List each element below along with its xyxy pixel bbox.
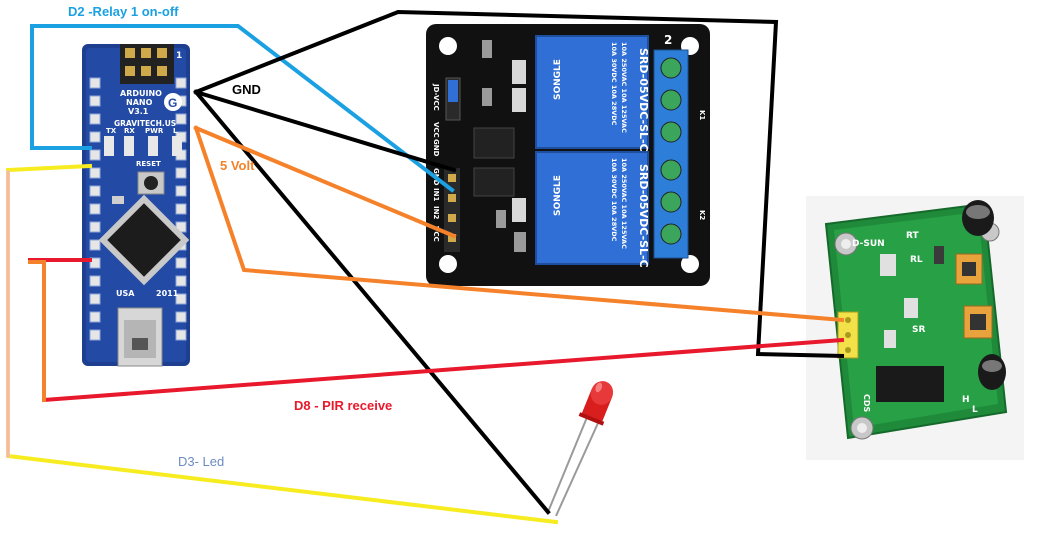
header-pin (175, 329, 187, 341)
relay-1: SRD-05VDC-SL-C 10A 250VAC 10A 125VAC 10A… (535, 35, 650, 152)
svg-text:G: G (168, 96, 177, 110)
pir-label-rl: RL (910, 255, 923, 265)
header-pin (89, 329, 101, 341)
relay-pin-jdvcc: JD-VCC (432, 83, 440, 111)
header-pin (175, 293, 187, 305)
label-d8-pir: D8 - PIR receive (294, 398, 393, 413)
pir-label-dsun: D-SUN (852, 239, 885, 249)
relay-module: 2 JD-VCC VCC GND GND IN1 IN2 VCC (426, 24, 710, 286)
header-pin (89, 77, 101, 89)
arduino-brand-line-2: NANO (126, 98, 153, 107)
wire-d2-relay (30, 24, 455, 193)
header-pin (89, 257, 101, 269)
arduino-right-pins (175, 77, 187, 341)
pir-label-l: L (972, 405, 978, 415)
wire-gnd-relay-loop (193, 9, 845, 359)
header-pin (175, 167, 187, 179)
header-pin (89, 185, 101, 197)
header-pin (175, 203, 187, 215)
pir-label-h: H (962, 395, 970, 405)
relay-2-model: SRD-05VDC-SL-C (637, 164, 650, 268)
header-pin (175, 113, 187, 125)
header-pin (89, 113, 101, 125)
label-d3-led: D3- Led (178, 454, 225, 469)
relay-1-rating-1: 10A 250VAC 10A 125VAC (620, 42, 628, 133)
relay-1-rating-2: 10A 30VDC 10A 28VDC (610, 42, 618, 126)
relay-pin-vcc: VCC (432, 122, 440, 138)
relay-pin-gnd: GND (432, 139, 440, 157)
wire-gnd-led (193, 89, 551, 515)
relay-2-rating-1: 10A 250VAC 10A 125VAC (620, 158, 628, 249)
wire-gnd-relay-input (193, 89, 457, 173)
header-pin (89, 221, 101, 233)
header-pin (89, 131, 101, 143)
relay-input-in1: IN1 (432, 188, 440, 201)
pir-label-cds: CDS (862, 394, 871, 413)
led-label-l: L (173, 127, 178, 135)
relay-1-brand: SONGLE (553, 59, 563, 100)
header-pin (89, 293, 101, 305)
relay-terminals (653, 49, 689, 259)
microcontroller-chip (98, 194, 190, 286)
header-pin (175, 185, 187, 197)
relay-1-model: SRD-05VDC-SL-C (637, 48, 650, 152)
red-led (547, 381, 614, 517)
header-pin (175, 311, 187, 323)
header-pin (89, 149, 101, 161)
pir-potentiometer-time (955, 253, 983, 285)
label-gnd: GND (232, 82, 261, 97)
arduino-nano-board: 1 ARDUINO NANO V3.1 G GRAVITECH.US TX RX… (82, 44, 190, 367)
label-d2-relay: D2 -Relay 1 on-off (68, 4, 179, 19)
relay-2-brand: SONGLE (553, 175, 563, 216)
relay-input-in2: IN2 (432, 206, 440, 219)
led-label-pwr: PWR (145, 127, 164, 135)
relay-2-rating-2: 10A 30VDC 10A 28VDC (610, 158, 618, 242)
label-5-volt: 5 Volt (220, 158, 255, 173)
header-pin (89, 275, 101, 287)
pir-capacitor-top (962, 200, 994, 236)
pir-ic-chip (876, 366, 944, 402)
relay-input-header (444, 168, 460, 252)
relay-input-vcc: VCC (432, 226, 440, 242)
wires (6, 9, 845, 525)
relay-2: SRD-05VDC-SL-C 10A 250VAC 10A 125VAC 10A… (535, 151, 650, 268)
usb-mini-connector (117, 307, 163, 367)
arduino-left-pins (89, 77, 101, 341)
arduino-footer-year: 2011 (156, 289, 179, 298)
header-pin (89, 167, 101, 179)
pir-potentiometer-sensitivity (963, 305, 993, 339)
wire-d8-stub (28, 260, 46, 402)
arduino-footer-usa: USA (116, 289, 135, 298)
arduino-brand-line-3: V3.1 (128, 107, 149, 116)
led-label-rx: RX (124, 127, 135, 135)
pir-pin-header (837, 311, 859, 359)
led-label-tx: TX (106, 127, 117, 135)
gravitech-logo: G (164, 93, 182, 111)
pir-label-rt: RT (906, 231, 920, 241)
arduino-maker: GRAVITECH.US (114, 119, 176, 128)
relay-power-header (445, 77, 461, 121)
relay-top-number: 2 (664, 33, 672, 47)
reset-label: RESET (136, 160, 161, 168)
header-pin (89, 95, 101, 107)
pir-sensor: D-SUN RT RL SR H L CDS (806, 196, 1024, 460)
icsp-header: 1 (120, 44, 182, 84)
header-pin (89, 203, 101, 215)
wire-5v-pir (193, 125, 845, 323)
relay-side-k2: K2 (698, 210, 706, 220)
header-pin (175, 275, 187, 287)
pir-label-sr: SR (912, 325, 925, 335)
header-pin (89, 239, 101, 251)
header-pin (175, 77, 187, 89)
relay-side-k1: K1 (698, 110, 706, 120)
arduino-brand-line-1: ARDUINO (120, 89, 162, 98)
header-pin (89, 311, 101, 323)
wire-5v-relay (193, 125, 457, 239)
pir-capacitor-bottom (978, 354, 1006, 390)
icsp-number: 1 (176, 51, 182, 61)
reset-button (137, 171, 165, 195)
header-pin (175, 257, 187, 269)
